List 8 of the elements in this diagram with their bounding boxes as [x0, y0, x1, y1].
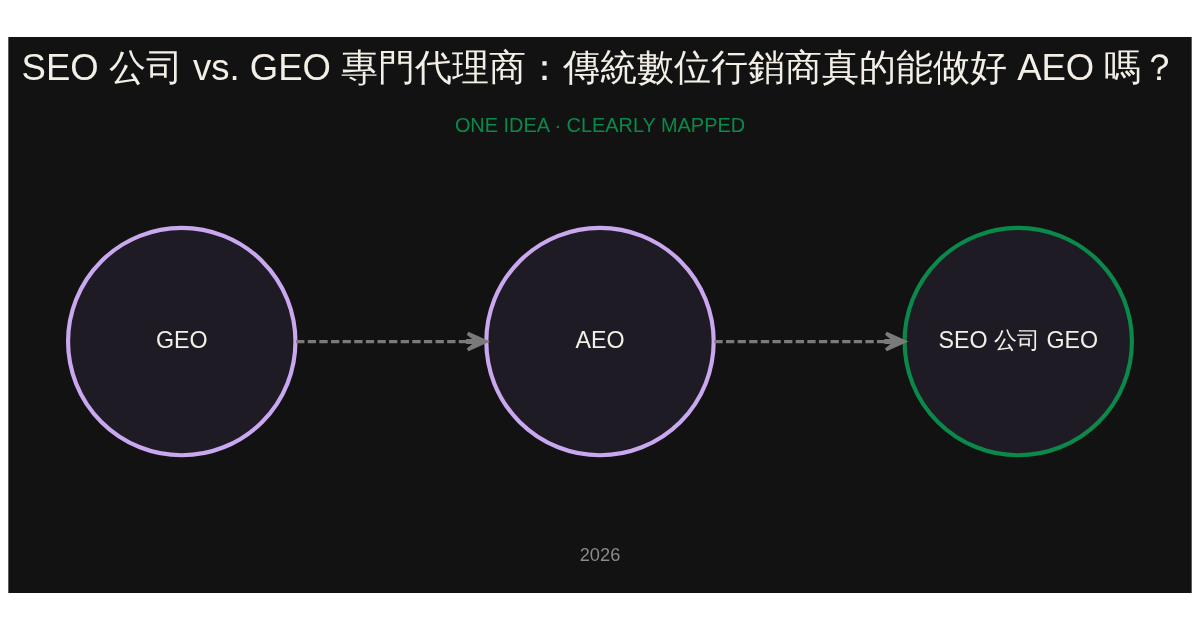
arrow — [714, 331, 906, 352]
node-circle: AEO — [484, 225, 716, 458]
label: ONE IDEA · CLEARLY MAPPED — [454, 113, 746, 136]
label: 2026 — [579, 544, 621, 566]
node-circle: GEO — [66, 225, 298, 458]
arrow — [296, 331, 488, 352]
node-circle: SEO 公司 GEO — [902, 225, 1134, 458]
diagram-title: SEO 公司 vs. GEO 專門代理商：傳統數位行銷商真的能做好 AEO 嗎？ — [21, 46, 1179, 88]
